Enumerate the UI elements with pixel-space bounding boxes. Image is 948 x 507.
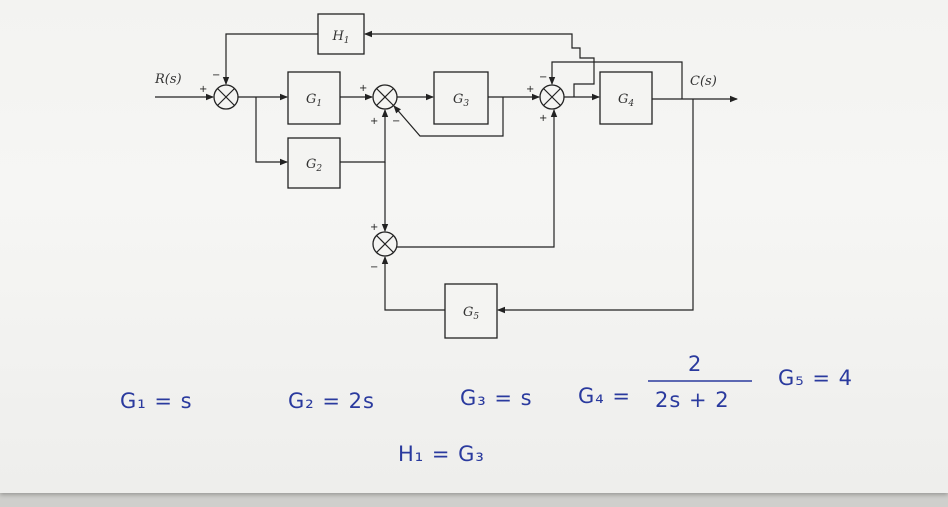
sign-sj2-bottom-right: − (392, 116, 400, 127)
summing-junction-2 (372, 84, 398, 110)
block-g2: G2 (287, 137, 341, 189)
signal-wires (155, 30, 738, 314)
sign-sj3-left: + (526, 84, 534, 95)
sign-sj3-bottom: + (539, 113, 547, 124)
note-g4-numerator: 2 (688, 352, 703, 376)
svg-text:G4: G4 (618, 92, 634, 109)
block-g1: G1 (287, 71, 341, 125)
block-g3: G3 (433, 71, 489, 125)
summing-junction-4 (372, 231, 398, 257)
block-g5: G5 (444, 283, 498, 339)
note-g4-lhs: G₄ = (578, 384, 631, 408)
sign-sj3-top: − (539, 72, 547, 83)
summing-junction-1 (213, 84, 239, 110)
sign-sj2-left: + (359, 83, 367, 94)
sign-sj1-left: + (199, 84, 207, 95)
input-label: R(s) (154, 72, 182, 87)
svg-text:G3: G3 (453, 92, 469, 109)
note-h1: H₁ = G₃ (398, 442, 485, 466)
note-g1: G₁ = s (120, 389, 193, 413)
svg-text:G1: G1 (306, 92, 322, 109)
sign-sj1-top: − (212, 70, 220, 81)
note-g3: G₃ = s (460, 386, 533, 410)
sign-sj4-bottom: − (370, 262, 378, 273)
svg-text:G2: G2 (306, 157, 322, 174)
note-g2: G₂ = 2s (288, 389, 375, 413)
svg-text:G5: G5 (463, 305, 479, 322)
note-g4-denominator: 2s + 2 (655, 388, 730, 412)
svg-text:H1: H1 (331, 29, 349, 46)
block-h1: H1 (317, 13, 365, 55)
output-label: C(s) (690, 74, 717, 89)
sign-sj2-bottom-left: + (370, 116, 378, 127)
summing-junction-3 (539, 84, 565, 110)
block-g4: G4 (599, 71, 653, 125)
note-g5: G₅ = 4 (778, 366, 853, 390)
sign-sj4-top: + (370, 222, 378, 233)
